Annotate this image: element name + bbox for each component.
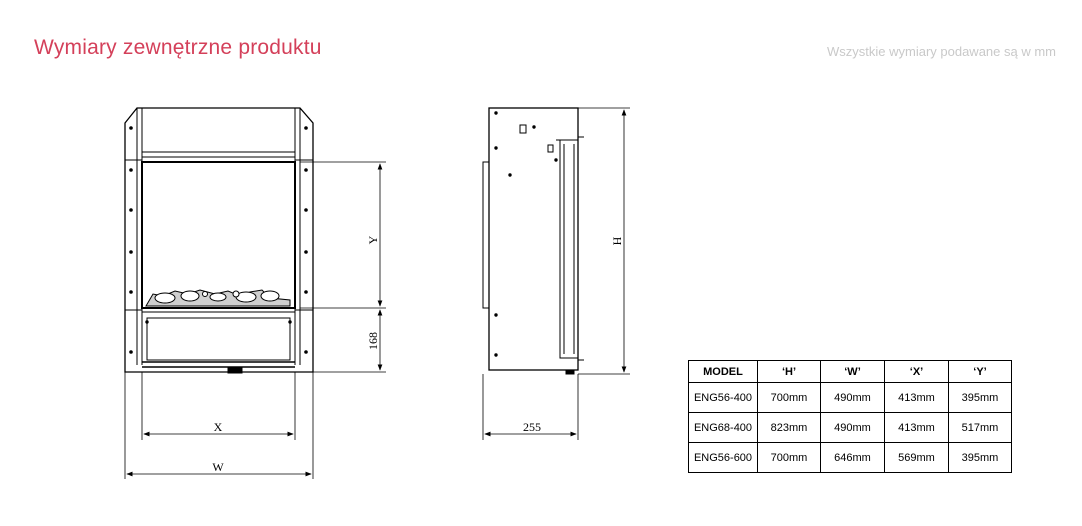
cell-x: 413mm (884, 382, 949, 413)
cell-x: 413mm (884, 412, 949, 443)
col-header-h: ‘H’ (757, 360, 821, 383)
cell-model: ENG56-400 (688, 382, 758, 413)
dim-label-w: W (212, 460, 224, 474)
table-row: ENG68-400 823mm 490mm 413mm 517mm (688, 412, 1012, 443)
cell-w: 490mm (820, 382, 885, 413)
col-header-y: ‘Y’ (948, 360, 1012, 383)
cell-y: 395mm (948, 382, 1012, 413)
table-header-row: MODEL ‘H’ ‘W’ ‘X’ ‘Y’ (688, 360, 1012, 383)
cell-h: 700mm (757, 442, 821, 473)
cell-h: 823mm (757, 412, 821, 443)
front-view (124, 107, 314, 374)
dim-label-x: X (214, 420, 223, 434)
cell-model: ENG68-400 (688, 412, 758, 443)
dimensions-table: MODEL ‘H’ ‘W’ ‘X’ ‘Y’ ENG56-400 700mm 49… (688, 360, 1012, 473)
col-header-x: ‘X’ (884, 360, 949, 383)
side-view (482, 107, 584, 375)
cell-model: ENG56-600 (688, 442, 758, 473)
cell-w: 646mm (820, 442, 885, 473)
units-note: Wszystkie wymiary podawane są w mm (827, 44, 1056, 59)
cell-h: 700mm (757, 382, 821, 413)
table-row: ENG56-400 700mm 490mm 413mm 395mm (688, 382, 1012, 413)
cell-x: 569mm (884, 442, 949, 473)
dim-label-255: 255 (523, 420, 541, 434)
page-title: Wymiary zewnętrzne produktu (34, 36, 322, 59)
side-dimensions (482, 107, 630, 440)
cell-y: 517mm (948, 412, 1012, 443)
cell-y: 395mm (948, 442, 1012, 473)
dim-label-y: Y (366, 235, 380, 244)
dim-label-168: 168 (366, 332, 380, 350)
cell-w: 490mm (820, 412, 885, 443)
col-header-model: MODEL (688, 360, 758, 383)
dim-label-h: H (610, 236, 624, 245)
col-header-w: ‘W’ (820, 360, 885, 383)
table-row: ENG56-600 700mm 646mm 569mm 395mm (688, 442, 1012, 473)
front-dimensions (124, 161, 386, 479)
